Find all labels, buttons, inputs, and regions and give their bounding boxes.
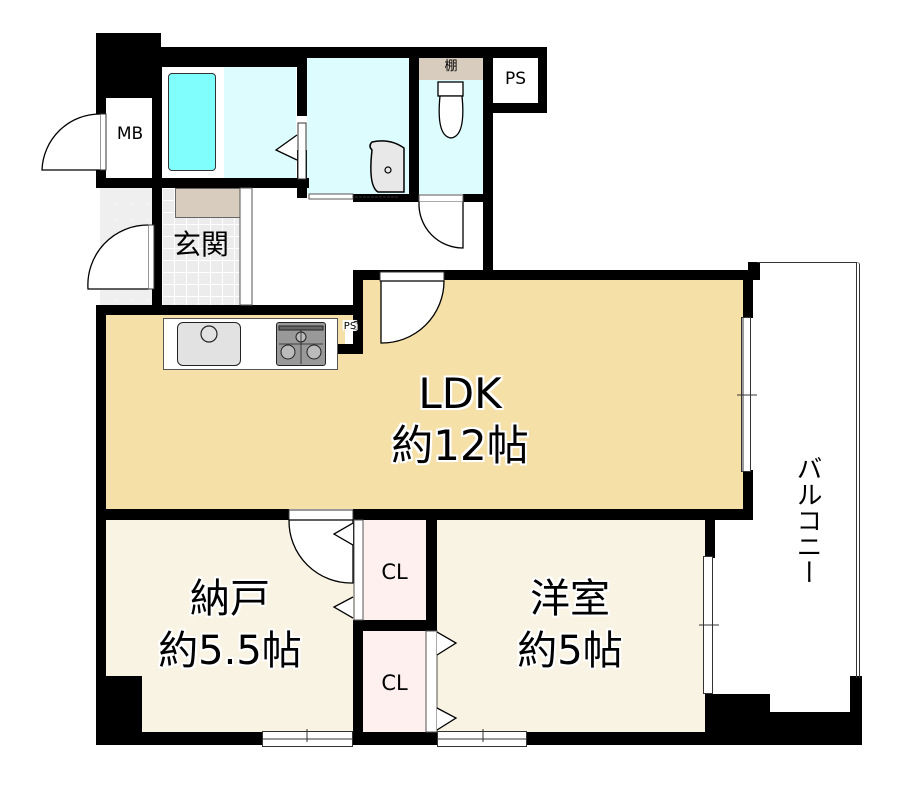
shelf [419,58,483,80]
western-room-name: 洋室 [530,576,610,622]
ldk-size: 約12帖 [391,421,529,470]
wall-ps-right [538,47,547,113]
wall-bottom-left [96,732,262,745]
wall-nw-column [96,33,161,98]
wall-ldk-bottom-right [353,509,753,520]
wall-toilet-right [483,56,493,272]
storage-room-size: 約5.5帖 [158,628,302,674]
wall-ldk-left [96,305,106,745]
wall-closet-left [353,620,363,745]
wall-toilet-bottom [463,194,493,202]
closet-lower-floor [363,631,426,732]
closet-upper-label: CL [381,560,408,584]
wall-bottom-mid [353,732,437,745]
balcony-railing [757,262,860,678]
ps-top-box [493,58,538,103]
western-room-size: 約5帖 [517,628,623,674]
wall-ldk-top-left [96,305,358,315]
closet-lower-label: CL [381,671,408,695]
entrance-label: 玄関 [172,228,229,261]
wall-ldk-notch-bottom [338,344,363,354]
bathtub [168,73,216,171]
wall-western-right [705,518,715,558]
wall-bath-top [154,56,304,67]
wall-se-base [705,712,862,745]
mb-box [106,98,154,178]
wall-porch-left [152,188,162,228]
wall-closet-mid [353,620,437,631]
wall-ldk-notch-vertical [353,270,363,354]
wall-bath-bottom [96,178,309,188]
wall-ps-bottom [483,103,547,113]
wall-ldk-bottom [96,509,289,520]
wall-ldk-top-right [353,270,753,280]
ldk-name: LDK [418,369,502,418]
shoe-cabinet [175,188,241,218]
wall-ldk-right-upper [743,270,753,318]
wall-wash-bottom [353,194,419,202]
wall-wash-toilet [409,56,419,198]
wall-top [154,47,547,58]
shelf-label: 棚 [444,59,458,74]
ps-kitchen-label: PS [343,321,357,332]
balcony-label: バルコニー [792,455,822,585]
wall-column-ne [748,262,760,280]
western-room-floor [437,520,705,732]
ps-top-label: PS [504,69,527,89]
closet-upper-floor [363,520,426,620]
wall-closet-right [426,518,437,631]
storage-room-name: 納戸 [190,576,270,622]
mb-label: MB [116,124,144,144]
wall-ldk-right-lower [743,470,753,518]
wall-bath-right [297,56,307,116]
